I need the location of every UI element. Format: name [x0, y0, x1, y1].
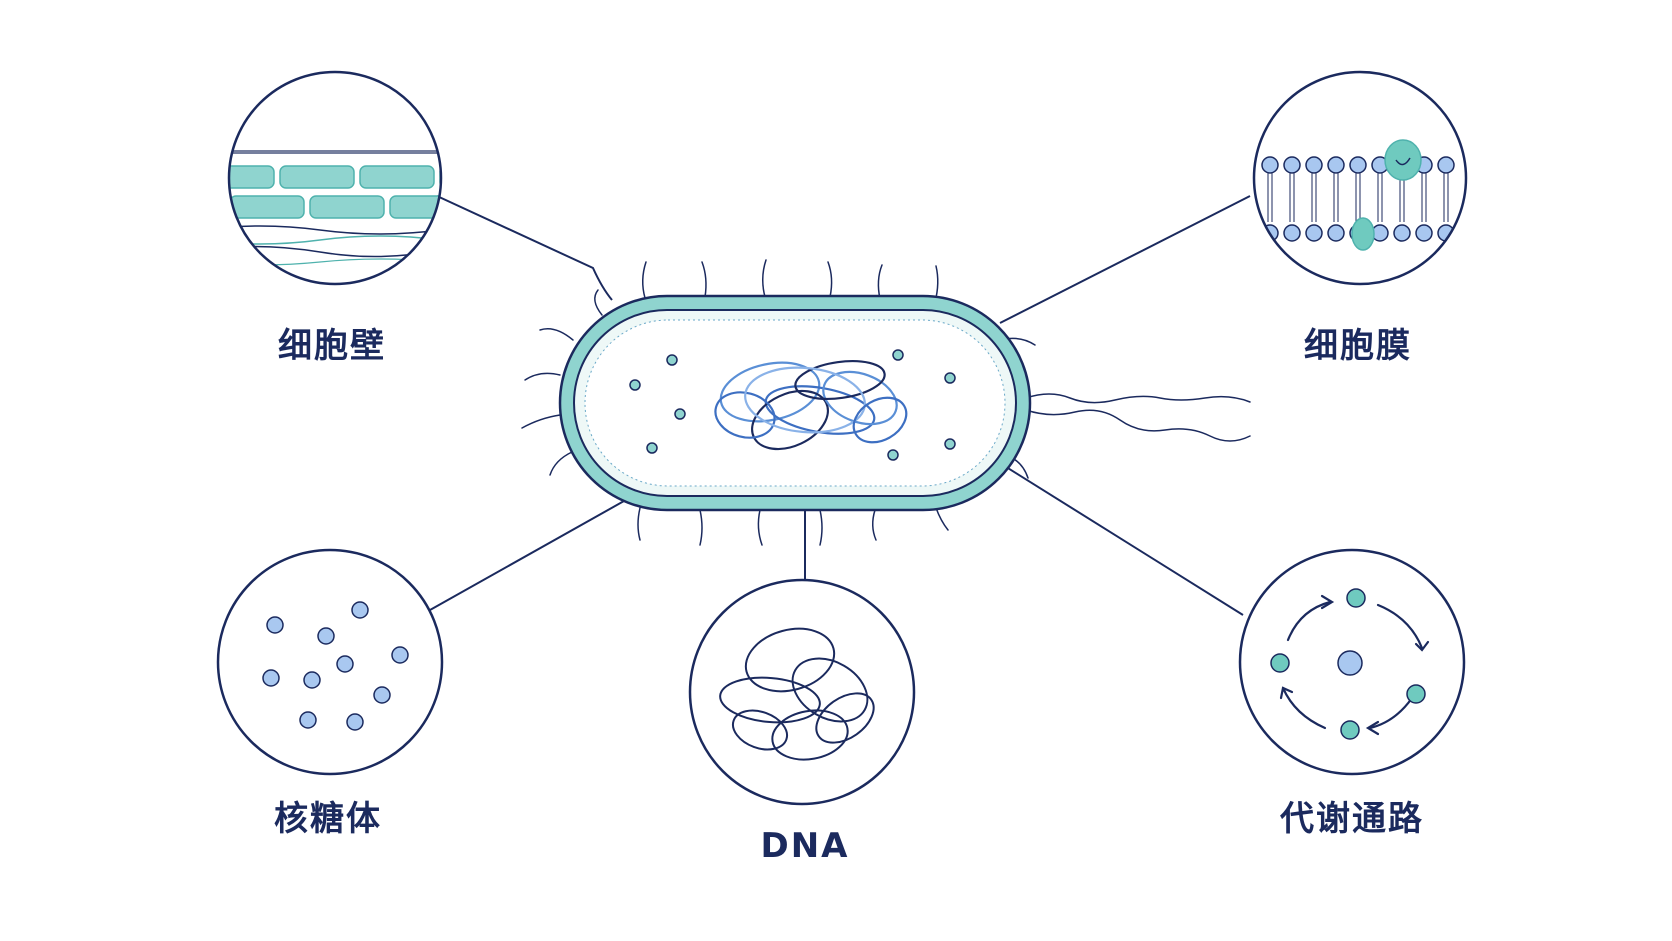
connector-cell-wall — [436, 195, 613, 301]
label-dna: DNA — [761, 826, 850, 866]
inset-cell-wall-frame — [227, 70, 443, 286]
inset-dna-frame — [688, 578, 916, 806]
pathway-arrows — [1279, 594, 1430, 736]
membrane-proteins — [1351, 139, 1422, 251]
inset-cell-membrane-frame — [1252, 70, 1468, 286]
inset-cell-membrane: 细胞膜 — [1252, 70, 1468, 366]
cell-nucleoid — [714, 360, 908, 451]
pathway-nodes — [1270, 588, 1426, 740]
inset-metabolic-pathway: 代谢通路 — [1238, 548, 1466, 839]
cell-ribosomes — [629, 349, 956, 461]
inset-metabolic-frame — [1238, 548, 1466, 776]
cytoplasm — [584, 319, 1006, 487]
label-cell-wall: 细胞壁 — [278, 326, 386, 366]
label-ribosome: 核糖体 — [274, 799, 382, 839]
bacterium-cell — [521, 259, 1251, 546]
label-cell-membrane: 细胞膜 — [1304, 326, 1412, 366]
inset-ribosome-frame — [216, 548, 444, 776]
pili — [521, 259, 1036, 546]
inset-cell-wall: 细胞壁 — [227, 70, 443, 366]
inset-ribosome: 核糖体 — [216, 548, 444, 839]
dna-tangle — [719, 627, 875, 761]
connector-metabolic — [994, 459, 1244, 616]
flagellum — [1025, 393, 1251, 442]
ribosome-particles — [262, 601, 409, 731]
inset-dna: DNA — [688, 578, 916, 866]
label-metabolic-pathway: 代谢通路 — [1279, 799, 1424, 839]
connector-cell-membrane — [999, 195, 1251, 324]
